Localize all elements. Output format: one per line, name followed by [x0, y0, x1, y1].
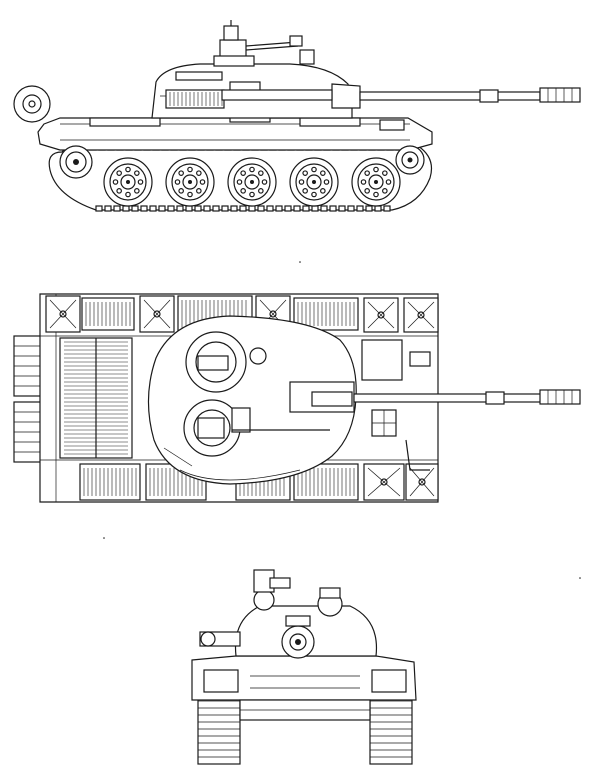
stowage-box [363, 297, 399, 333]
front-view [191, 569, 417, 765]
side-view [13, 20, 581, 212]
stowage-box [79, 463, 141, 501]
road-wheel [103, 157, 153, 207]
side-main-gun [331, 83, 581, 109]
stowage-box [403, 297, 439, 333]
stowage-box [363, 463, 405, 501]
road-wheel [165, 157, 215, 207]
front-tracks [197, 689, 413, 765]
rear-drum [13, 85, 51, 123]
aa-machine-gun [213, 20, 303, 67]
road-wheel [227, 157, 277, 207]
top-turret [147, 315, 357, 485]
stowage-box [139, 295, 175, 333]
idler-wheel [395, 145, 425, 175]
stowage-box [45, 295, 81, 333]
front-turret [199, 569, 378, 659]
engine-deck-grille [59, 337, 133, 459]
drive-sprocket [59, 145, 93, 179]
top-main-gun [232, 389, 581, 431]
road-wheel [289, 157, 339, 207]
road-wheels [103, 157, 401, 207]
top-view [13, 293, 581, 503]
road-wheel [351, 157, 401, 207]
paper-specks [103, 261, 581, 579]
stowage-box [81, 297, 135, 331]
